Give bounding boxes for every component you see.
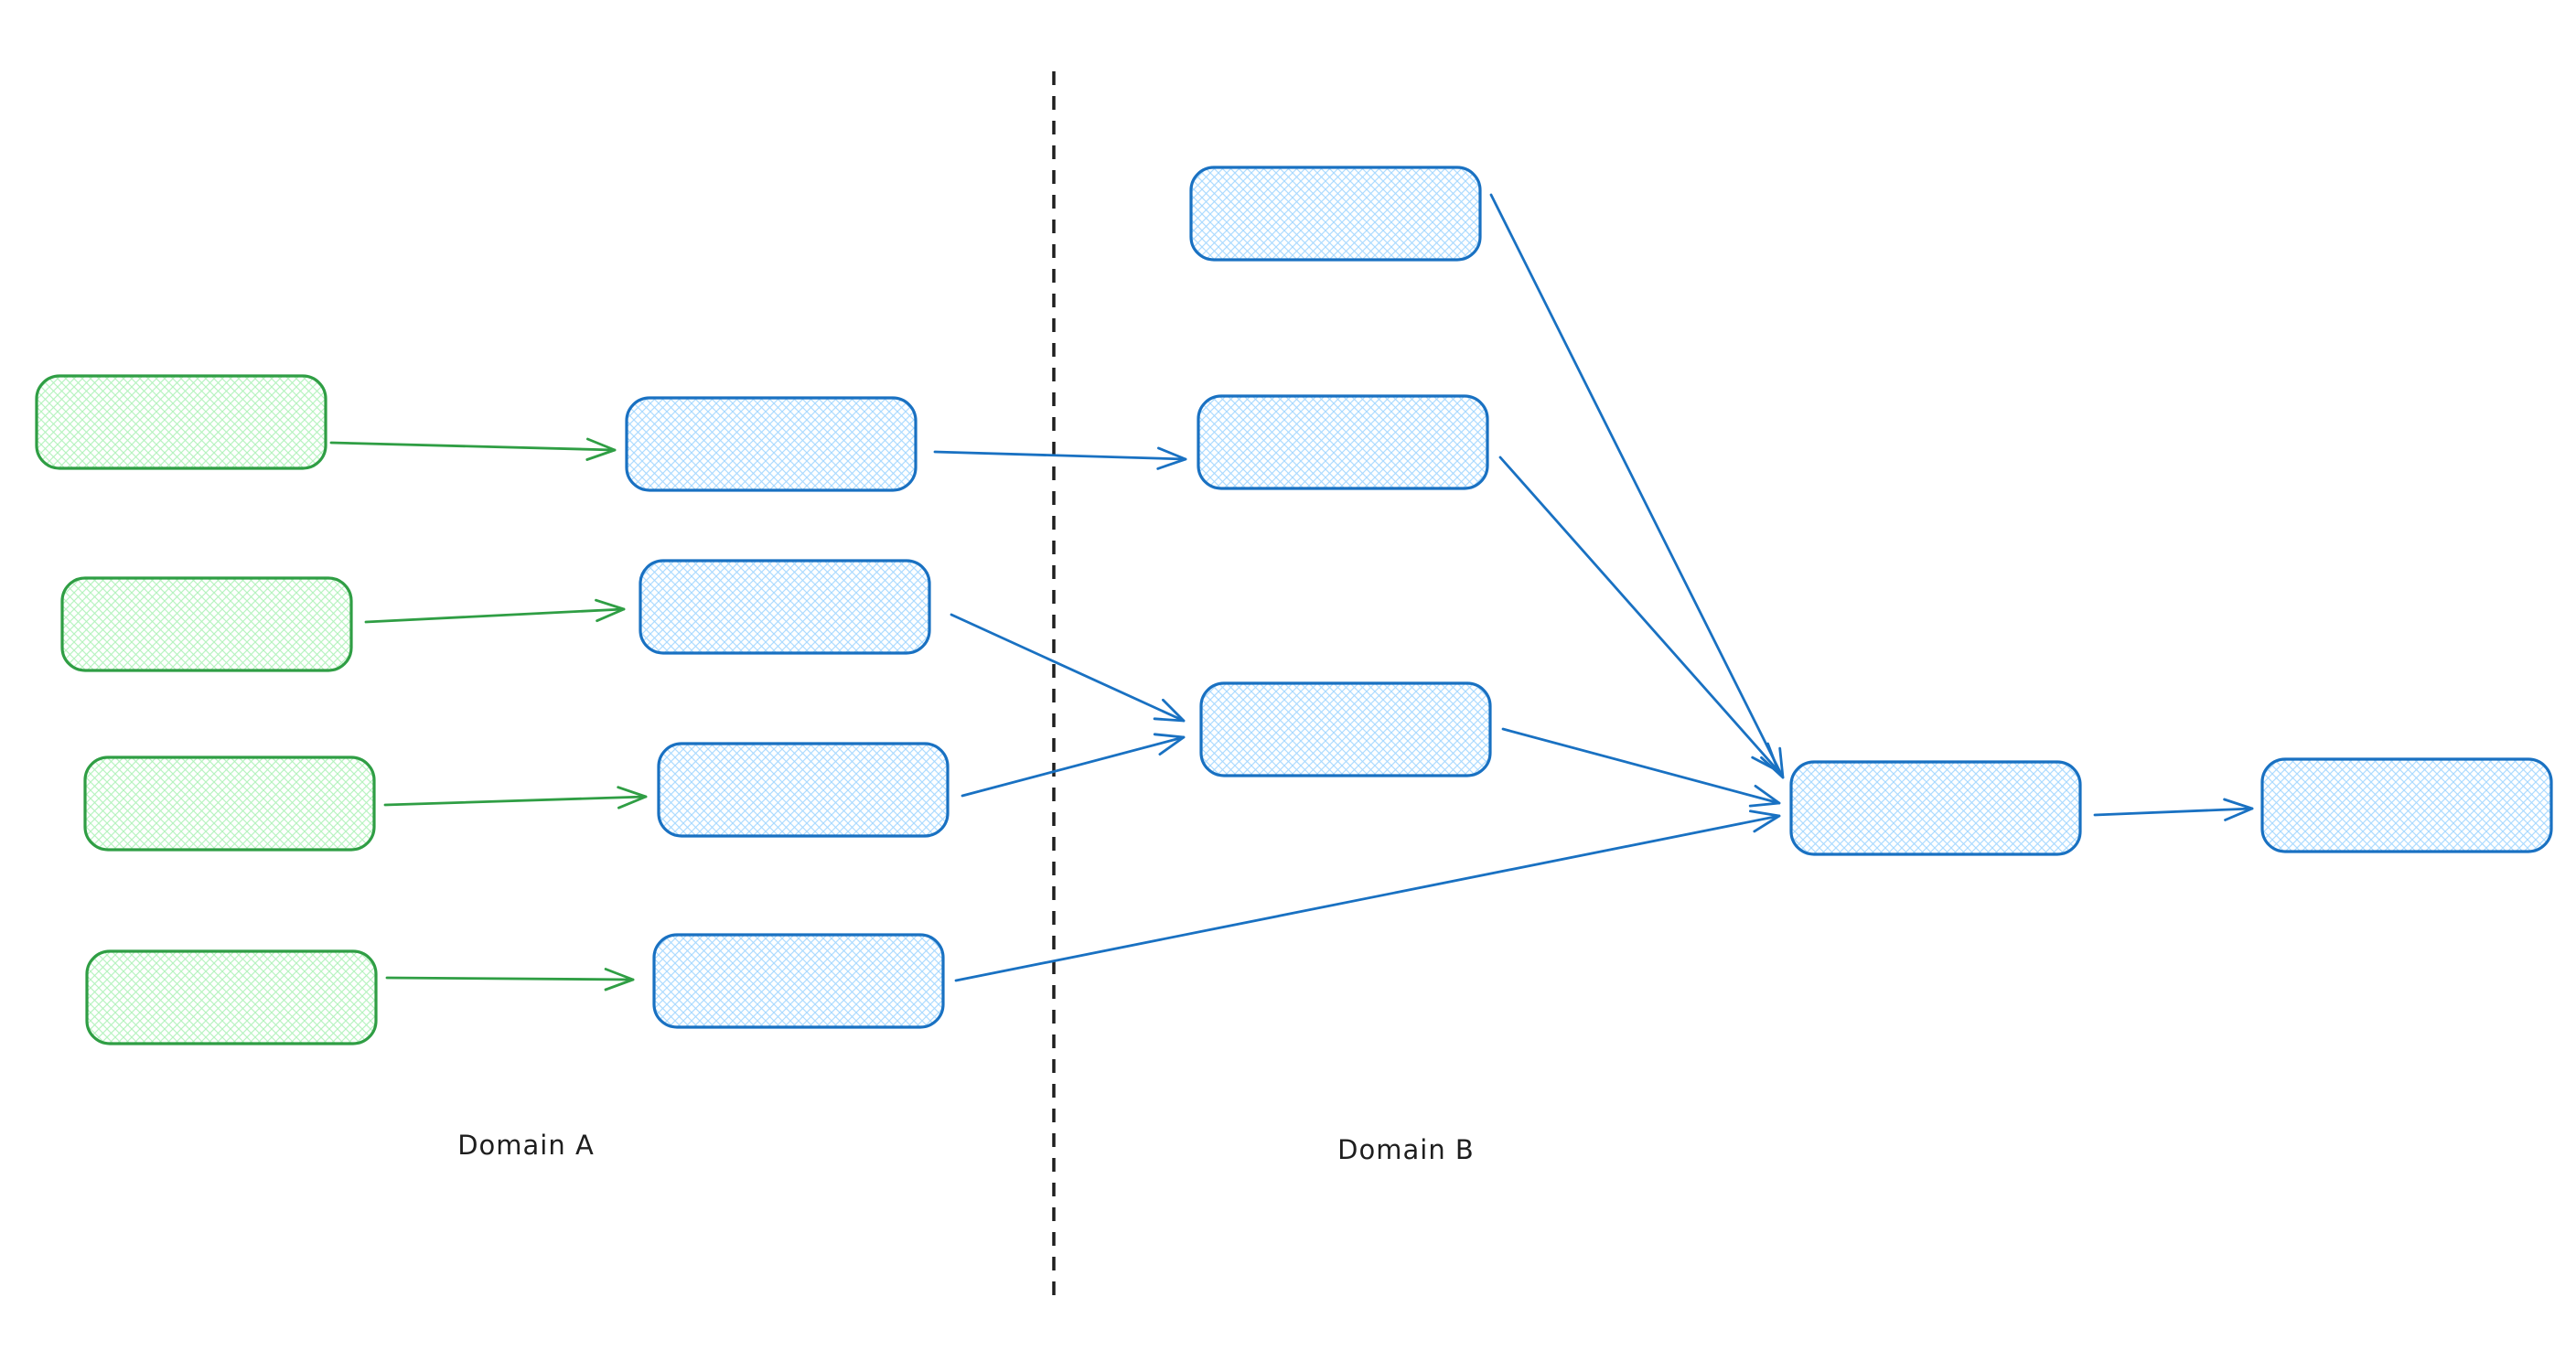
edge-a2-b3-shaft (950, 613, 1186, 723)
edge-a1-b2[interactable] (933, 446, 1187, 470)
edge-g3-a3-shaft (383, 795, 648, 807)
edge-b1-b4-shaft (1489, 193, 1785, 779)
node-g3-rect (83, 756, 376, 852)
node-g2[interactable] (60, 576, 353, 672)
edge-a3-b3-shaft (961, 735, 1186, 798)
node-a4-rect (652, 933, 945, 1029)
edge-a4-b4[interactable] (954, 809, 1781, 982)
edge-a4-b4-arrowhead-icon (1749, 809, 1781, 833)
edge-a2-b3[interactable] (950, 613, 1186, 723)
node-b1[interactable] (1189, 166, 1482, 262)
node-b5-rect (2260, 757, 2553, 853)
edge-b4-b5-arrowhead-icon (2223, 798, 2254, 821)
node-b4-rect (1789, 760, 2082, 856)
edge-b1-b4-arrowhead-icon (1760, 746, 1785, 779)
edge-b3-b4-arrowhead-icon (1748, 785, 1781, 808)
edge-b2-b4-shaft (1498, 456, 1780, 773)
node-g1[interactable] (35, 374, 327, 470)
node-a1[interactable] (625, 396, 918, 492)
node-b4[interactable] (1789, 760, 2082, 856)
domain-a-label: Domain A (457, 1130, 595, 1161)
edge-b1-b4[interactable] (1489, 193, 1785, 779)
node-g1-rect (35, 374, 327, 470)
edge-g1-a1-arrowhead-icon (585, 437, 617, 461)
node-b2[interactable] (1197, 394, 1489, 490)
edge-b2-b4[interactable] (1498, 456, 1780, 773)
edge-g4-a4-shaft (385, 976, 635, 981)
node-b3[interactable] (1199, 681, 1492, 777)
edge-g3-a3-arrowhead-icon (617, 786, 648, 809)
node-a2-rect (639, 559, 931, 655)
node-a4[interactable] (652, 933, 945, 1029)
edge-a1-b2-arrowhead-icon (1156, 446, 1187, 470)
node-g4[interactable] (85, 949, 378, 1045)
edge-a4-b4-shaft (954, 814, 1781, 982)
edge-a3-b3-arrowhead-icon (1153, 733, 1186, 756)
edge-g4-a4-arrowhead-icon (604, 968, 635, 991)
node-b3-rect (1199, 681, 1492, 777)
edge-b4-b5-shaft (2093, 807, 2254, 817)
edge-a2-b3-arrowhead-icon (1153, 698, 1186, 723)
node-b1-rect (1189, 166, 1482, 262)
node-b5[interactable] (2260, 757, 2553, 853)
edge-b2-b4-arrowhead-icon (1751, 742, 1780, 773)
node-g3[interactable] (83, 756, 376, 852)
node-a2[interactable] (639, 559, 931, 655)
edge-g2-a2-shaft (364, 607, 626, 624)
edge-b3-b4[interactable] (1501, 727, 1781, 808)
node-b2-rect (1197, 394, 1489, 490)
node-g2-rect (60, 576, 353, 672)
edge-b4-b5[interactable] (2093, 798, 2254, 821)
edge-g2-a2-arrowhead-icon (595, 598, 626, 623)
edge-a3-b3[interactable] (961, 733, 1186, 798)
edge-g3-a3[interactable] (383, 786, 648, 809)
edge-g4-a4[interactable] (385, 968, 635, 991)
edge-a1-b2-shaft (933, 450, 1187, 461)
node-g4-rect (85, 949, 378, 1045)
node-a3-rect (657, 742, 950, 838)
edge-b3-b4-shaft (1501, 727, 1781, 805)
node-a1-rect (625, 396, 918, 492)
node-a3[interactable] (657, 742, 950, 838)
edge-g2-a2[interactable] (364, 598, 626, 624)
edge-g1-a1-shaft (329, 441, 617, 452)
domain-b-label: Domain B (1337, 1134, 1475, 1165)
edge-g1-a1[interactable] (329, 437, 617, 461)
